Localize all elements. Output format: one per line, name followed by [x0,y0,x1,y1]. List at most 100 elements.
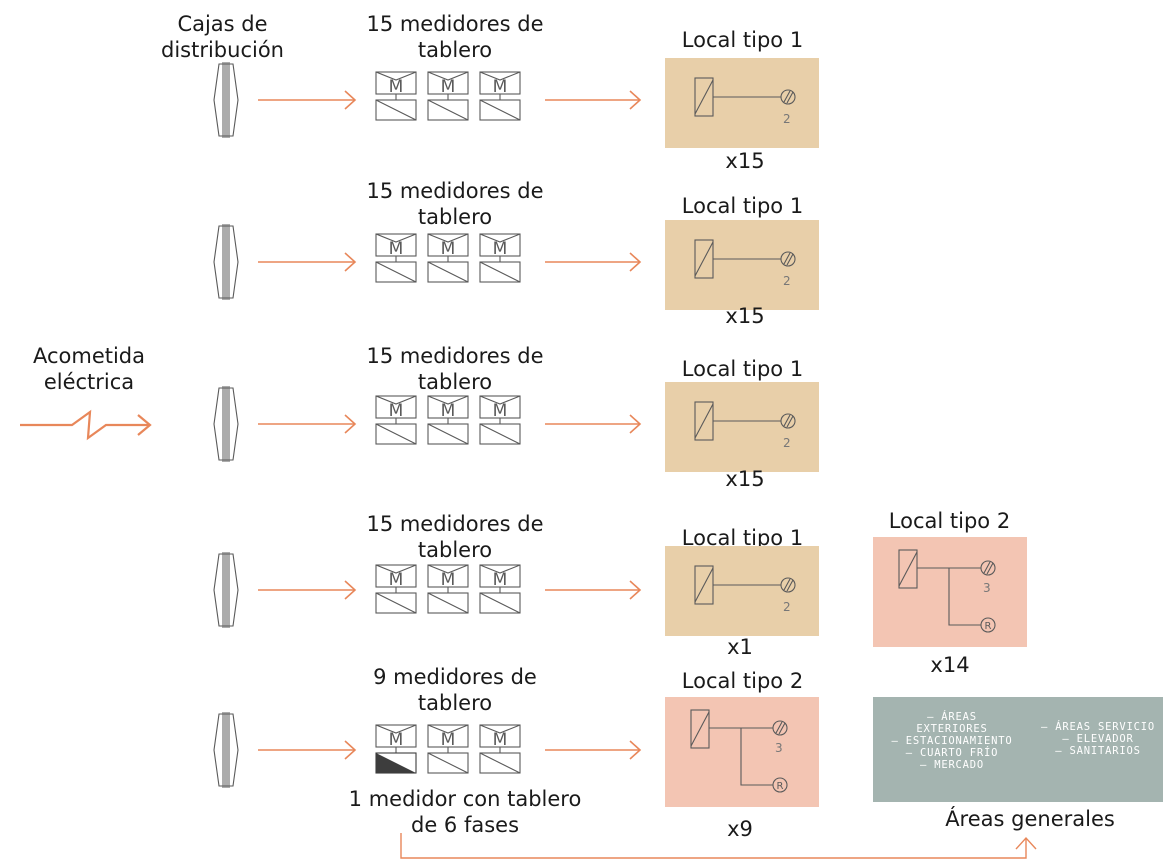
meter-icon: M [427,233,469,283]
meter-icon: M [375,724,417,774]
outlet-circle [780,89,796,105]
areas-item: – ÁREAS SERVICIO [1041,721,1155,733]
medidor-6f-line2: de 6 fases [410,813,520,837]
r-outlet-letter: R [777,781,784,792]
meters-label-row4: 15 medidores de tablero [340,511,570,563]
meter-letter: M [493,239,508,259]
local-box-row2 [665,220,819,310]
arrow-cajas-to-meters-head [344,580,357,600]
panel-rect [898,549,918,589]
distribution-box-outline [213,387,239,461]
meter-icon: M [375,395,417,445]
local-title-row1: Local tipo 1 [681,28,804,52]
meter-icon: M [427,724,469,774]
panel-diagonal [694,241,714,277]
arrow-cajas-to-meters-head [344,90,357,110]
local-tipo1-schematic: 2 [694,565,796,614]
local-tipo1-schematic: 2 [694,77,796,126]
medidor-6f-line1: 1 medidor con tablero [348,787,582,811]
multiplier-row2: x15 [725,304,765,328]
meter-icon: M [375,71,417,121]
areas-list-right: – ÁREAS SERVICIO – ELEVADOR – SANITARIOS [1033,721,1163,757]
local-tipo2-schematic: 3R [898,549,996,633]
outlet-slash [983,561,991,574]
meter-letter: M [441,77,456,97]
meter-top-chevron [427,71,469,81]
meters-line2: tablero [417,691,493,715]
meters-label-row3: 15 medidores de tablero [340,343,570,395]
areas-item: – MERCADO [919,759,985,771]
meter-top-chevron [427,564,469,574]
distribution-box-outline [213,63,239,137]
areas-list-left: – ÁREAS EXTERIORES – ESTACIONAMIENTO – C… [873,711,1031,771]
meter-breaker-box [427,752,469,774]
meter-top-chevron [479,233,521,243]
local-tipo2-side-multiplier: x14 [930,653,970,677]
local-tipo1-schematic: 2 [694,239,796,288]
meter-top-chevron [427,724,469,734]
meters-line2: tablero [417,538,493,562]
medidor-6-fases-label: 1 medidor con tablero de 6 fases [315,786,615,838]
meter-letter: M [389,77,404,97]
meter-letter: M [389,401,404,421]
outlet-circle [780,577,796,593]
meter-icon: M [375,233,417,283]
meter-letter: M [441,730,456,750]
meter-letter: M [441,401,456,421]
meter-breaker-box [375,423,417,445]
meter-breaker-box [427,592,469,614]
meter-breaker-box [479,261,521,283]
arrow-cajas-to-meters-head [344,414,357,434]
distribution-box-outline [213,553,239,627]
meters-line2: tablero [417,205,493,229]
outlet-slash [775,721,783,734]
meter-breaker-diagonal [375,592,417,614]
distribution-box-icon [213,62,239,138]
meter-breaker-diagonal [427,261,469,283]
meter-breaker-diagonal [427,423,469,445]
meter-top-chevron [427,395,469,405]
meter-icon: M [427,71,469,121]
cajas-line2: distribución [161,38,284,62]
arrow-meters-to-local-head [629,252,642,272]
circuit-count: 3 [983,581,991,595]
local-box-row1 [665,58,819,148]
meters-line2: tablero [417,370,493,394]
cajas-line1: Cajas de [177,12,268,36]
meter-breaker-diagonal [479,592,521,614]
distribution-box-icon [213,552,239,628]
meter-letter: M [389,570,404,590]
meter-breaker-box [375,99,417,121]
meter-top-chevron [427,233,469,243]
local-tipo1-schematic: 2 [694,401,796,450]
meters-line1: 9 medidores de [373,665,537,689]
arrow-cajas-to-meters-head [344,740,357,760]
distribution-box-icon [213,386,239,462]
meter-breaker-box [427,99,469,121]
meter-breaker-box [427,423,469,445]
areas-item: – CUARTO FRÍO [905,747,999,759]
meter-breaker-box [479,752,521,774]
meters-label-row1: 15 medidores de tablero [340,11,570,63]
meters-line1: 15 medidores de [366,344,544,368]
meter-breaker-box [479,423,521,445]
meter-breaker-diagonal [427,99,469,121]
areas-item: – ELEVADOR [1062,733,1134,745]
outlet-slash [778,722,786,735]
outlet-slash [783,414,791,427]
outlet-slash [786,415,794,428]
meters-label-row2: 15 medidores de tablero [340,178,570,230]
meter-breaker-box [427,261,469,283]
meter-top-chevron [375,564,417,574]
circuit-count: 2 [783,600,791,614]
outlet-circle [980,560,996,576]
areas-item: EXTERIORES [916,723,988,735]
meter-icon: M [479,233,521,283]
meter-top-chevron [479,564,521,574]
meter-breaker-box [479,592,521,614]
r-outlet-circle [772,777,788,793]
meters-label-row5: 9 medidores de tablero [340,664,570,716]
distribution-box-icon [213,712,239,788]
areas-item: – ÁREAS [927,711,977,723]
